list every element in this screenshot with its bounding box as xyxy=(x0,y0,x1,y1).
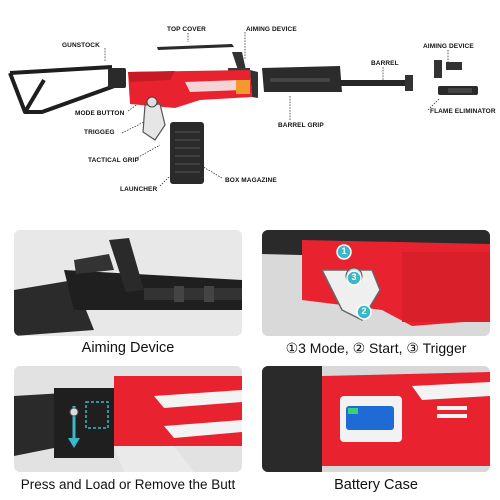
label-aiming-device-front: AIMING DEVICE xyxy=(423,43,474,50)
rear-aiming-device-part xyxy=(228,52,250,72)
barrel-grip-part xyxy=(262,66,342,92)
trigger-part xyxy=(142,96,166,141)
butt-release-photo xyxy=(14,366,242,472)
label-launcher: LAUNCHER xyxy=(120,186,158,193)
caption-modes: ①3 Mode, ② Start, ③ Trigger xyxy=(285,340,467,356)
main-body-part xyxy=(128,70,258,108)
label-aiming-device: AIMING DEVICE xyxy=(246,26,297,33)
marker-1: 1 xyxy=(341,246,347,256)
parts-illustration xyxy=(8,32,478,187)
aiming-device-photo xyxy=(14,230,242,336)
label-tactical-grip: TACTICAL GRIP xyxy=(88,157,139,164)
label-trigger: TRIGGEG xyxy=(84,129,115,136)
caption-aiming-device: Aiming Device xyxy=(81,340,175,356)
caption-press-load: Press and Load or Remove the Butt xyxy=(20,477,236,492)
barrel-part xyxy=(340,80,410,86)
marker-2: 2 xyxy=(361,306,367,316)
label-barrel: BARREL xyxy=(371,60,399,67)
marker-3: 3 xyxy=(351,272,357,282)
top-cover-part xyxy=(157,44,234,50)
flame-eliminator-part xyxy=(438,86,478,95)
box-magazine-part xyxy=(170,122,204,184)
label-gunstock: GUNSTOCK xyxy=(62,42,100,49)
battery-case-photo xyxy=(262,366,490,472)
gunstock-part xyxy=(8,65,121,114)
label-barrel-grip: BARREL GRIP xyxy=(278,122,324,129)
label-mode-button: MODE BUTTON xyxy=(75,110,125,117)
mode-controls-photo: 1 2 3 xyxy=(262,230,490,336)
label-box-magazine: BOX MAGAZINE xyxy=(225,177,277,184)
label-flame-eliminator: FLAME ELIMINATOR xyxy=(430,108,496,115)
label-top-cover: TOP COVER xyxy=(167,26,206,33)
front-aiming-device-part xyxy=(434,60,462,78)
caption-battery-case: Battery Case xyxy=(334,477,418,493)
exploded-parts-diagram: GUNSTOCK TOP COVER AIMING DEVICE BARREL … xyxy=(0,0,500,218)
